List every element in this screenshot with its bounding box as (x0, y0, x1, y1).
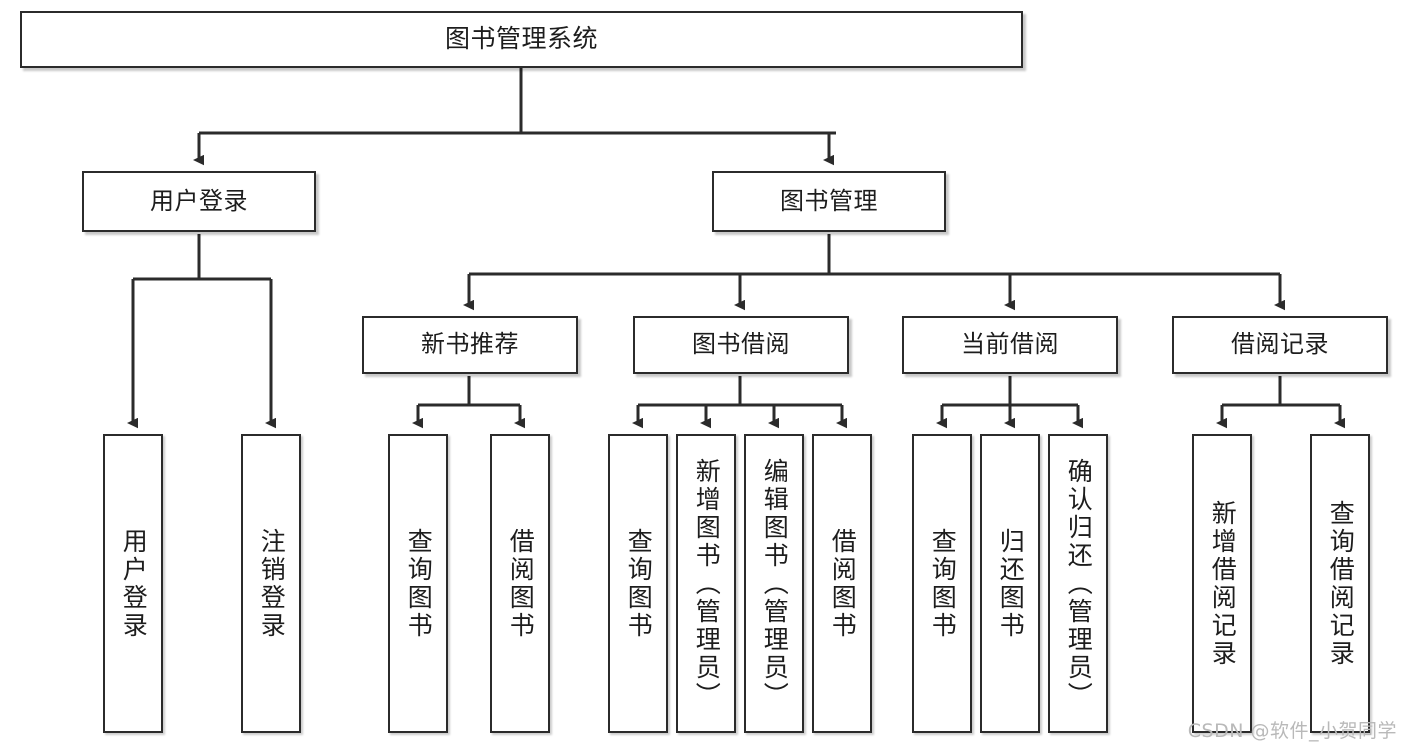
leaf-current-borrowing-confirm-return-admin-label: 确认归还（管理员） (1064, 457, 1094, 710)
node-book-borrowing[interactable]: 图书借阅 (633, 316, 849, 374)
leaf-current-borrowing-return-books[interactable]: 归还图书 (980, 434, 1040, 733)
leaf-borrowing-record-add-record[interactable]: 新增借阅记录 (1192, 434, 1252, 733)
node-new-book-recommendation[interactable]: 新书推荐 (362, 316, 578, 374)
node-book-management-label: 图书管理 (780, 186, 878, 215)
node-user-login-label: 用户登录 (150, 186, 248, 215)
leaf-current-borrowing-query-books-label: 查询图书 (928, 527, 958, 640)
node-borrowing-record[interactable]: 借阅记录 (1172, 316, 1388, 374)
node-book-borrowing-label: 图书借阅 (692, 330, 790, 359)
leaf-book-borrowing-add-book-admin-label: 新增图书（管理员） (692, 457, 722, 710)
leaf-book-borrowing-borrow-books[interactable]: 借阅图书 (812, 434, 872, 733)
leaf-book-borrowing-add-book-admin[interactable]: 新增图书（管理员） (676, 434, 736, 733)
node-user-login[interactable]: 用户登录 (82, 171, 316, 232)
node-book-management[interactable]: 图书管理 (712, 171, 946, 232)
leaf-new-book-borrow-books-label: 借阅图书 (506, 527, 536, 640)
leaf-current-borrowing-query-books[interactable]: 查询图书 (912, 434, 972, 733)
leaf-book-borrowing-query-books-label: 查询图书 (624, 527, 654, 640)
leaf-book-borrowing-edit-book-admin-label: 编辑图书（管理员） (760, 457, 790, 710)
leaf-user-login-logout[interactable]: 注销登录 (241, 434, 301, 733)
leaf-borrowing-record-add-record-label: 新增借阅记录 (1208, 499, 1238, 668)
leaf-user-login-logout-label: 注销登录 (257, 527, 287, 640)
node-root-book-management-system[interactable]: 图书管理系统 (20, 11, 1023, 68)
leaf-book-borrowing-borrow-books-label: 借阅图书 (828, 527, 858, 640)
node-current-borrowing-label: 当前借阅 (961, 330, 1059, 359)
leaf-borrowing-record-query-record[interactable]: 查询借阅记录 (1310, 434, 1370, 733)
leaf-new-book-borrow-books[interactable]: 借阅图书 (490, 434, 550, 733)
leaf-new-book-query-books-label: 查询图书 (404, 527, 434, 640)
node-borrowing-record-label: 借阅记录 (1231, 330, 1329, 359)
node-root-label: 图书管理系统 (444, 24, 598, 54)
leaf-current-borrowing-return-books-label: 归还图书 (996, 527, 1026, 640)
leaf-current-borrowing-confirm-return-admin[interactable]: 确认归还（管理员） (1048, 434, 1108, 733)
node-new-book-recommendation-label: 新书推荐 (421, 330, 519, 359)
leaf-new-book-query-books[interactable]: 查询图书 (388, 434, 448, 733)
leaf-user-login-login[interactable]: 用户登录 (103, 434, 163, 733)
leaf-borrowing-record-query-record-label: 查询借阅记录 (1326, 499, 1356, 668)
node-current-borrowing[interactable]: 当前借阅 (902, 316, 1118, 374)
leaf-user-login-login-label: 用户登录 (119, 527, 149, 640)
leaf-book-borrowing-query-books[interactable]: 查询图书 (608, 434, 668, 733)
leaf-book-borrowing-edit-book-admin[interactable]: 编辑图书（管理员） (744, 434, 804, 733)
